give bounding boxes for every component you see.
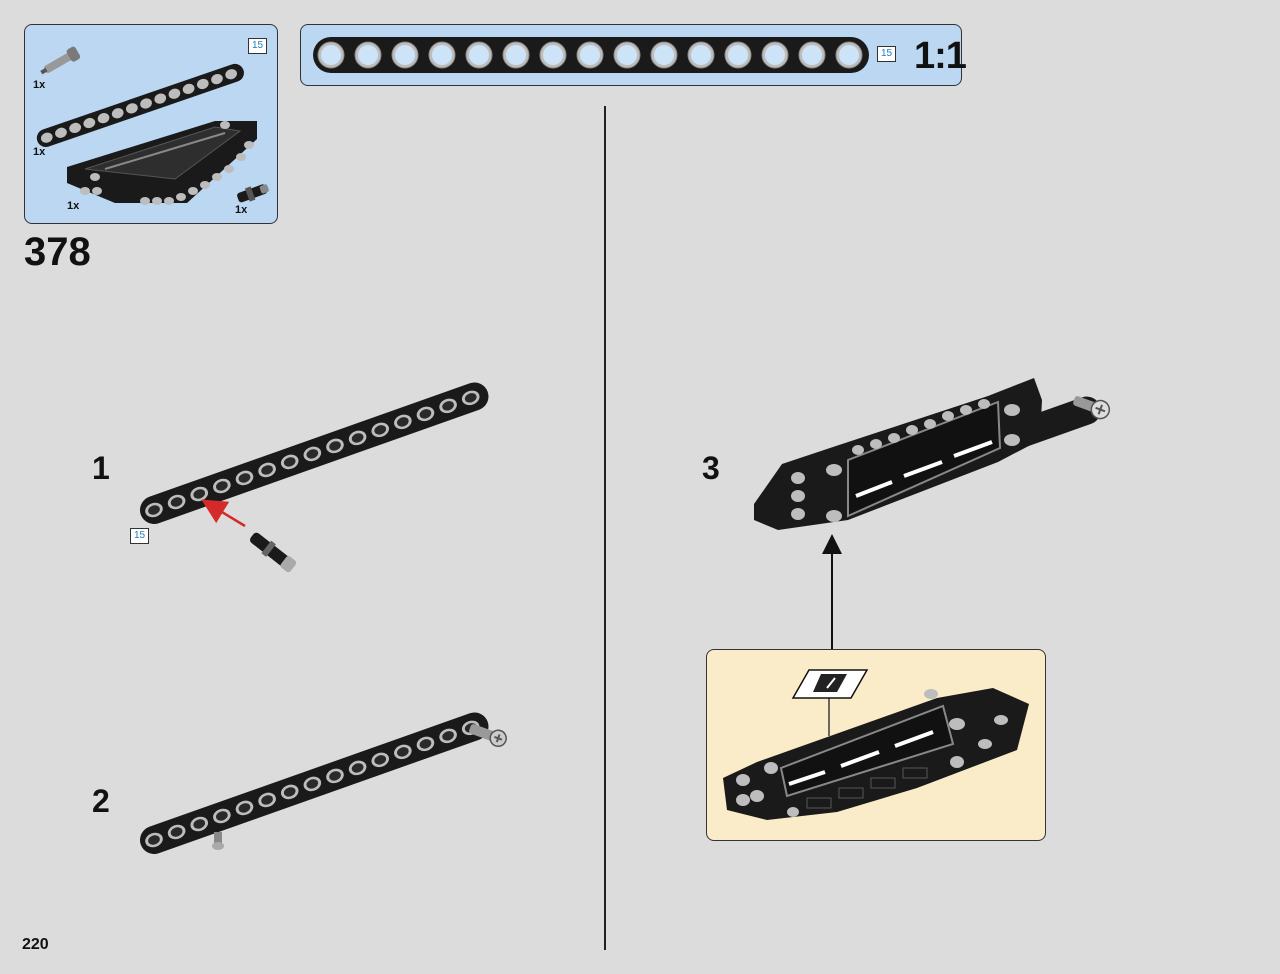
angled-panel-part bbox=[67, 121, 257, 205]
substep-label-2: 2 bbox=[92, 783, 110, 819]
beam-length-badge: 15 bbox=[248, 38, 267, 54]
column-divider bbox=[604, 106, 606, 950]
friction-pin-part bbox=[237, 184, 269, 203]
sub-assembly-callout bbox=[706, 649, 1046, 841]
substep-label-1: 1 bbox=[92, 450, 110, 486]
substep-label-3: 3 bbox=[702, 450, 720, 486]
axle-pin-part bbox=[40, 46, 81, 75]
scale-reference-panel: 15 1:1 bbox=[300, 24, 967, 86]
step-number: 378 bbox=[24, 230, 91, 274]
beam-15-part bbox=[36, 63, 244, 148]
part-qty: 1x bbox=[33, 146, 46, 158]
substep-2-illustration bbox=[140, 712, 507, 854]
scale-length-badge: 15 bbox=[877, 46, 896, 62]
substep-1-illustration bbox=[140, 382, 489, 573]
substep-3-illustration bbox=[754, 378, 1111, 530]
assembly-arrow bbox=[822, 534, 842, 650]
beam-15-scale bbox=[313, 37, 869, 73]
sticker-icon bbox=[791, 669, 869, 736]
page-number: 220 bbox=[22, 936, 49, 953]
part-qty: 1x bbox=[235, 204, 248, 216]
scale-label: 1:1 bbox=[914, 35, 967, 77]
part-qty: 1x bbox=[33, 79, 46, 91]
part-qty: 1x bbox=[67, 200, 80, 212]
sub-assembly-panel-illustration bbox=[723, 688, 1029, 820]
substep-1-length-badge: 15 bbox=[130, 528, 149, 544]
parts-list-panel: 1x 15 1x 1x bbox=[24, 24, 278, 224]
